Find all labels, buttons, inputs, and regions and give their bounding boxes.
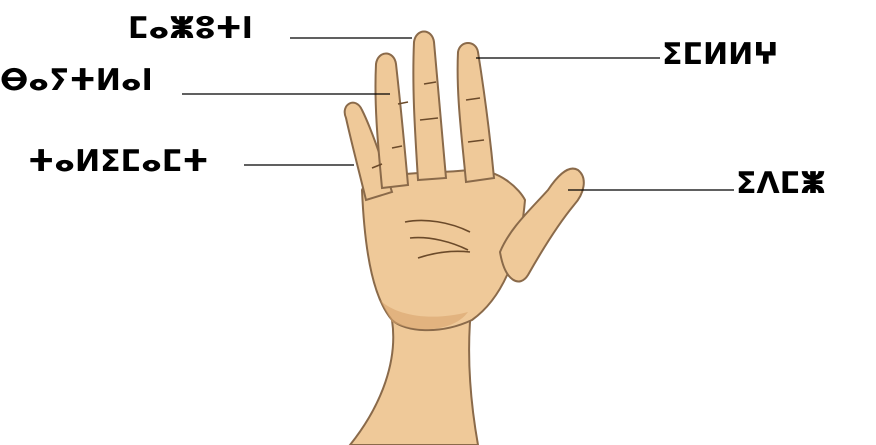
- label-middle-finger: ⵎⴰⵥⵓⵜⵏ: [128, 12, 253, 46]
- ring-finger: [375, 54, 408, 189]
- label-index-finger: ⵉⵎⵍⵍⵖ: [662, 38, 778, 72]
- index-finger: [458, 43, 494, 182]
- label-ring-finger: ⴱⴰⵢⵜⵍⴰⵏ: [0, 64, 153, 98]
- label-thumb: ⵉⴷⵎⵥ: [736, 167, 826, 201]
- middle-finger: [413, 32, 446, 181]
- label-little-finger: ⵜⴰⵍⵉⵎⴰⵎⵜ: [28, 145, 209, 179]
